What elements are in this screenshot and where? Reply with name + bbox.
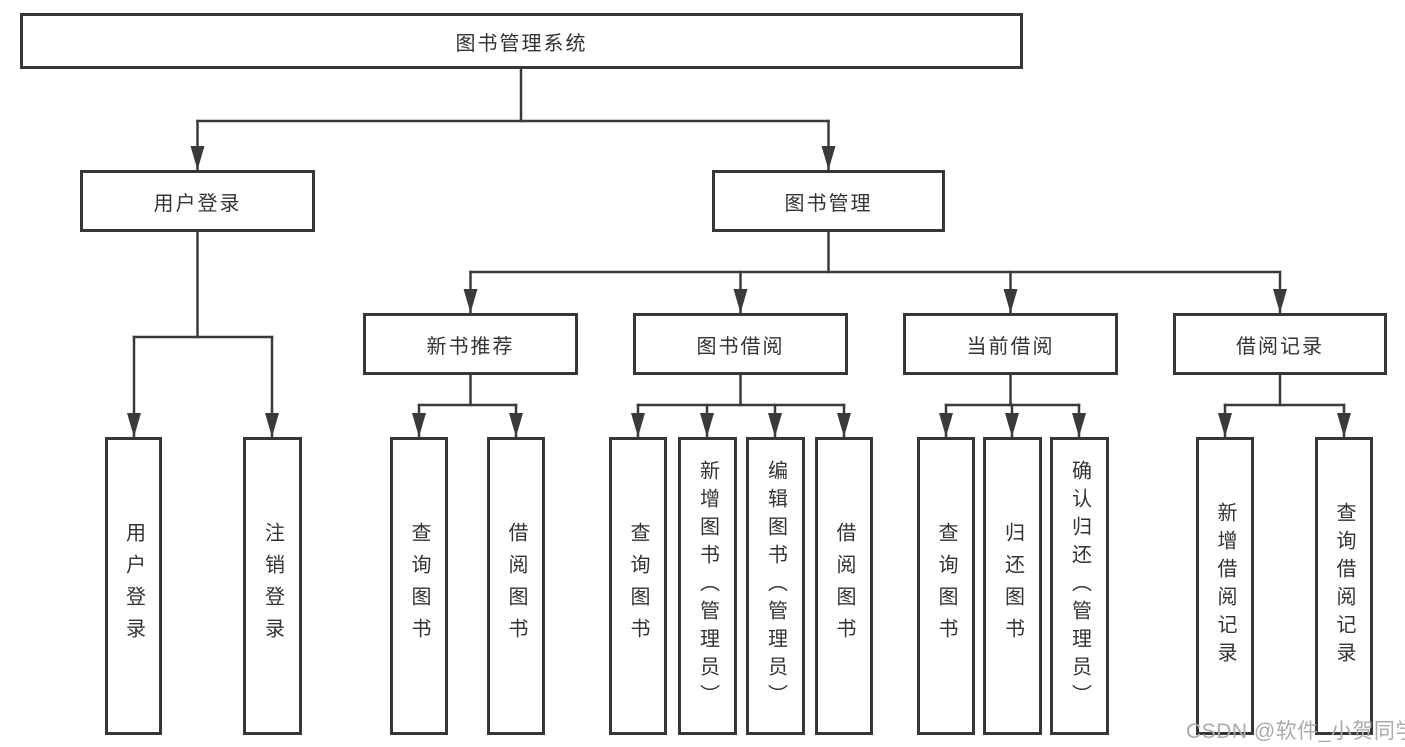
node-book-management: 图书管理: [712, 170, 945, 232]
node-label: 图书管理: [784, 192, 873, 215]
node-user-login-group: 用户登录: [80, 170, 315, 232]
node-current-borrow: 当前借阅: [903, 313, 1118, 375]
node-label: 图书管理系统: [455, 32, 588, 55]
node-label: 用户登录: [122, 522, 145, 650]
node-label: 新书推荐: [426, 335, 515, 358]
leaf-query-books-recommend: 查询图书: [390, 437, 448, 735]
node-label: 编辑图书（管理员）: [764, 460, 787, 712]
node-borrow-records: 借阅记录: [1173, 313, 1387, 375]
node-label: 图书借阅: [696, 335, 785, 358]
leaf-query-books-current: 查询图书: [917, 437, 975, 735]
node-label: 查询图书: [627, 522, 649, 650]
node-label: 借阅记录: [1236, 335, 1324, 358]
node-book-borrow: 图书借阅: [633, 313, 848, 375]
node-label: 借阅图书: [833, 522, 855, 650]
leaf-edit-books-admin: 编辑图书（管理员）: [746, 437, 805, 735]
node-label: 查询图书: [408, 522, 430, 650]
node-label: 归还图书: [1001, 522, 1024, 650]
leaf-user-login: 用户登录: [105, 437, 162, 735]
leaf-logout: 注销登录: [243, 437, 302, 735]
node-label: 查询图书: [935, 522, 957, 650]
leaf-add-books-admin: 新增图书（管理员）: [678, 437, 737, 735]
node-label: 查询借阅记录: [1333, 502, 1355, 670]
leaf-return-books: 归还图书: [983, 437, 1042, 735]
node-new-book-recommend: 新书推荐: [363, 313, 578, 375]
leaf-query-books-borrow: 查询图书: [609, 437, 667, 735]
node-label: 用户登录: [153, 192, 242, 215]
leaf-add-borrow-record: 新增借阅记录: [1196, 437, 1254, 735]
node-label: 确认归还（管理员）: [1068, 460, 1091, 712]
node-library-management-system: 图书管理系统: [20, 13, 1023, 69]
csdn-watermark: CSDN @软件_小贺同学: [1186, 720, 1405, 743]
node-label: 新增借阅记录: [1214, 502, 1236, 670]
node-label: 借阅图书: [505, 522, 527, 650]
node-label: 注销登录: [261, 522, 284, 650]
node-label: 当前借阅: [966, 335, 1055, 358]
node-label: 新增图书（管理员）: [696, 460, 719, 712]
leaf-borrow-books-recommend: 借阅图书: [487, 437, 545, 735]
leaf-confirm-return-admin: 确认归还（管理员）: [1050, 437, 1109, 735]
leaf-borrow-books: 借阅图书: [815, 437, 873, 735]
leaf-query-borrow-record: 查询借阅记录: [1315, 437, 1373, 735]
